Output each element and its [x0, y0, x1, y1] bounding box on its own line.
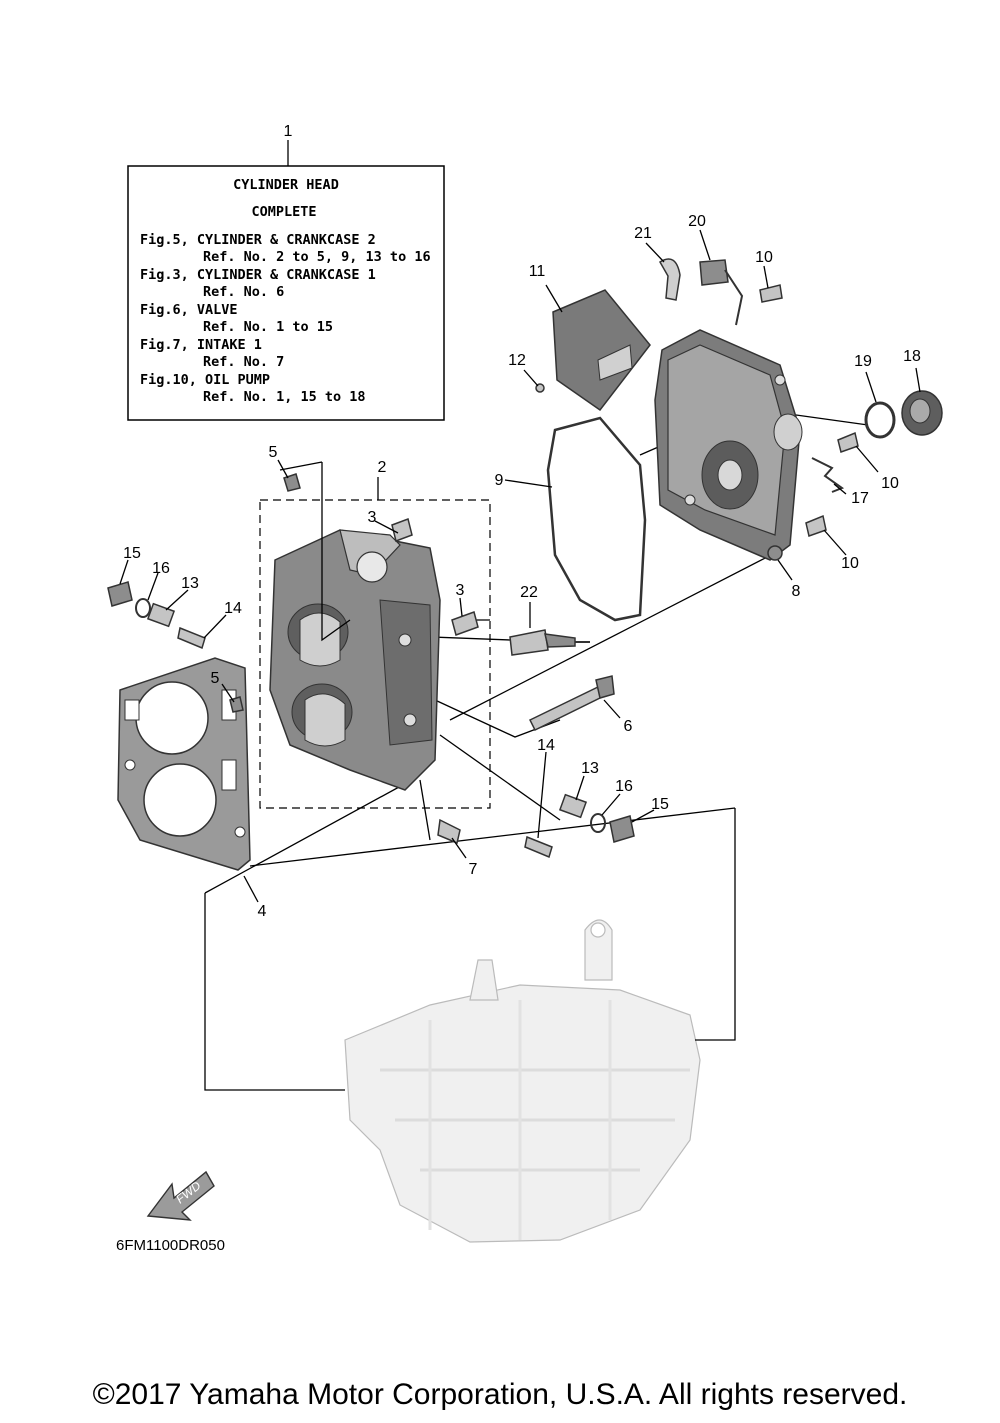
- info-box-line: Ref. No. 1, 15 to 18: [203, 389, 366, 405]
- info-box-line: Ref. No. 2 to 5, 9, 13 to 16: [203, 249, 431, 265]
- callout-13: 13: [181, 575, 199, 592]
- callout-9: 9: [495, 472, 504, 489]
- assembly-dashed-box: [259, 499, 491, 809]
- callout-5: 5: [269, 444, 278, 461]
- callout-1: 1: [284, 123, 293, 140]
- callout-13: 13: [581, 760, 599, 777]
- callout-7: 7: [469, 861, 478, 878]
- copyright-notice: ©2017 Yamaha Motor Corporation, U.S.A. A…: [92, 1378, 908, 1411]
- callout-22: 22: [520, 584, 538, 601]
- callout-11: 11: [529, 263, 546, 280]
- callout-3: 3: [456, 582, 465, 599]
- callout-20: 20: [688, 213, 706, 230]
- callout-2: 2: [378, 459, 387, 476]
- fwd-arrow-icon: FWD: [146, 1170, 215, 1221]
- info-box-line: Ref. No. 1 to 15: [203, 319, 333, 335]
- info-box: CYLINDER HEAD COMPLETE Fig.5, CYLINDER &…: [127, 140, 445, 421]
- callout-18: 18: [903, 348, 921, 365]
- info-box-line: Fig.6, VALVE: [140, 302, 238, 318]
- head-gasket: [117, 657, 251, 871]
- callout-16: 16: [152, 560, 170, 577]
- callout-labels: 1 2 3 3 4 5 5 6 7 8 9 10 10 10 11 12 13 …: [123, 123, 921, 920]
- info-box-line: Fig.7, INTAKE 1: [140, 337, 262, 353]
- cylinder-head: [269, 529, 441, 791]
- callout-4: 4: [258, 903, 267, 920]
- info-box-title-1: CYLINDER HEAD: [233, 177, 339, 193]
- callout-10: 10: [881, 475, 899, 492]
- callout-21: 21: [634, 225, 652, 242]
- cylinder-head-cover: [654, 329, 803, 561]
- callout-14: 14: [537, 737, 555, 754]
- callout-6: 6: [624, 718, 633, 735]
- diagram-code: 6FM1100DR050: [116, 1237, 225, 1254]
- crankcase-ghost: [344, 919, 701, 1243]
- callout-12: 12: [508, 352, 526, 369]
- info-box-title-2: COMPLETE: [251, 204, 316, 220]
- callout-19: 19: [854, 353, 872, 370]
- info-box-line: Fig.3, CYLINDER & CRANKCASE 1: [140, 267, 376, 283]
- leader-lines: [119, 229, 921, 903]
- callout-16: 16: [615, 778, 633, 795]
- cover-gasket: [546, 416, 647, 622]
- callout-15: 15: [123, 545, 141, 562]
- callout-3: 3: [368, 509, 377, 526]
- callout-14: 14: [224, 600, 242, 617]
- info-box-line: Ref. No. 7: [203, 354, 284, 370]
- callout-5: 5: [211, 670, 220, 687]
- callout-8: 8: [792, 583, 801, 600]
- callout-10: 10: [841, 555, 859, 572]
- cover-plate: [552, 289, 651, 412]
- callout-15: 15: [651, 796, 669, 813]
- small-parts: [107, 258, 943, 859]
- info-box-line: Ref. No. 6: [203, 284, 284, 300]
- info-box-line: Fig.10, OIL PUMP: [140, 372, 270, 388]
- info-box-line: Fig.5, CYLINDER & CRANKCASE 2: [140, 232, 376, 248]
- callout-10: 10: [755, 249, 773, 266]
- callout-17: 17: [851, 490, 869, 507]
